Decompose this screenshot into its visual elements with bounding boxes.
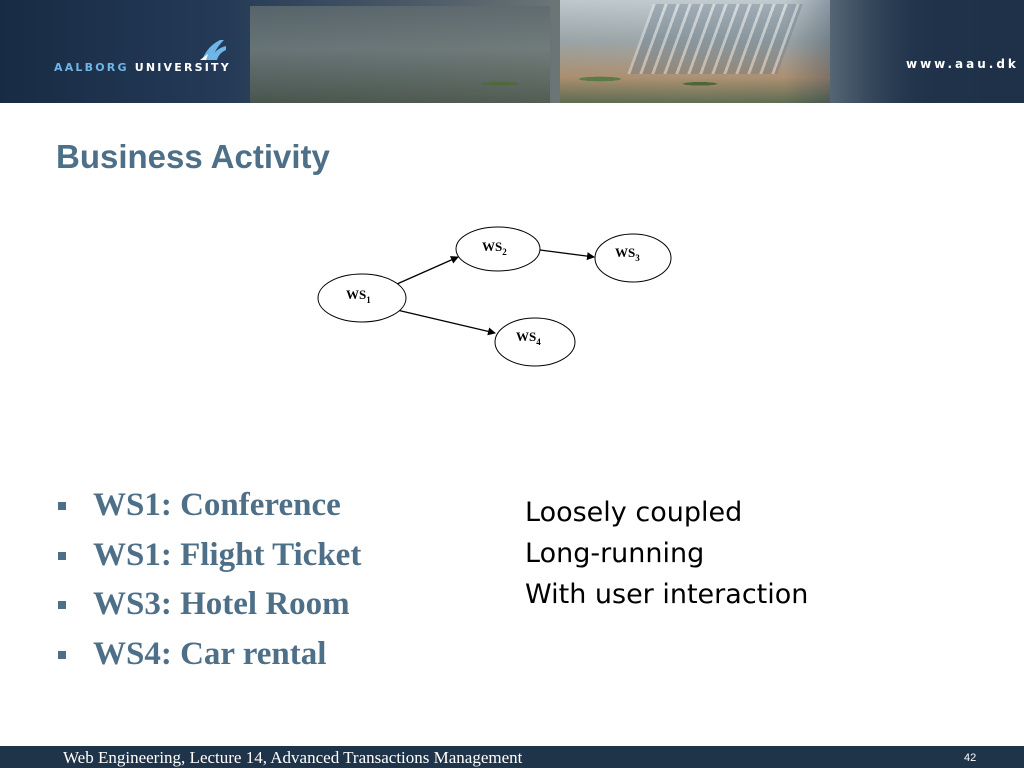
service-bullet-list: WS1: Conference WS1: Flight Ticket WS3: … [56, 487, 361, 685]
website-url: www.aau.dk [906, 57, 1019, 71]
svg-text:WS3: WS3 [615, 245, 640, 263]
bullet-item: WS4: Car rental [56, 636, 361, 686]
node-ws4-sub: 4 [536, 337, 541, 347]
logo-word-university: UNIVERSITY [134, 61, 231, 74]
bullet-text: WS1: Conference [93, 487, 341, 523]
logo-word-aalborg: AALBORG [54, 61, 129, 74]
bullet-square-icon [58, 551, 66, 560]
aau-wave-logo-icon [200, 40, 226, 60]
svg-text:WS1: WS1 [346, 287, 371, 305]
slide-title: Business Activity [56, 138, 330, 175]
svg-text:WS2: WS2 [482, 239, 507, 257]
banner-photo-trees [420, 55, 820, 103]
bullet-text: WS3: Hotel Room [93, 586, 350, 622]
bullet-text: WS4: Car rental [93, 635, 327, 672]
header-banner: AALBORG UNIVERSITY www.aau.dk [0, 0, 1024, 103]
footer-bar: Web Engineering, Lecture 14, Advanced Tr… [0, 746, 1024, 768]
property-line: With user interaction [525, 579, 809, 610]
bullet-item: WS3: Hotel Room [56, 586, 361, 636]
node-ws3: WS3 [594, 233, 672, 283]
page-number: 42 [964, 752, 977, 764]
node-ws1-sub: 1 [366, 295, 371, 305]
bullet-square-icon [58, 601, 66, 609]
node-ws2-sub: 2 [502, 247, 507, 257]
workflow-diagram: WS1 WS2 WS3 WS4 [317, 226, 672, 367]
node-ws2: WS2 [455, 226, 541, 272]
node-ws4: WS4 [494, 317, 576, 367]
svg-text:WS4: WS4 [516, 329, 541, 347]
properties-text: Loosely coupled Long-running With user i… [525, 492, 808, 615]
footer-lecture-title: Web Engineering, Lecture 14, Advanced Tr… [63, 748, 523, 767]
bullet-text: WS1: Flight Ticket [93, 536, 362, 573]
bullet-item: WS1: Conference [56, 487, 361, 537]
node-ws1: WS1 [317, 273, 407, 323]
bullet-square-icon [58, 502, 66, 510]
edge-ws1-ws4 [396, 309, 496, 336]
node-ws3-sub: 3 [635, 253, 640, 263]
university-logo-text: AALBORG UNIVERSITY [54, 61, 231, 74]
property-line: Long-running [525, 538, 705, 569]
node-ws2-label: WS [482, 239, 502, 254]
edge-ws1-ws2 [396, 256, 459, 285]
node-ws1-label: WS [346, 287, 366, 302]
node-ws3-label: WS [615, 245, 635, 260]
banner-fade [784, 0, 1024, 103]
node-ws4-label: WS [516, 329, 536, 344]
property-line: Loosely coupled [525, 497, 743, 528]
bullet-item: WS1: Flight Ticket [56, 537, 361, 587]
edge-ws2-ws3 [539, 249, 595, 261]
bullet-square-icon [58, 650, 66, 659]
